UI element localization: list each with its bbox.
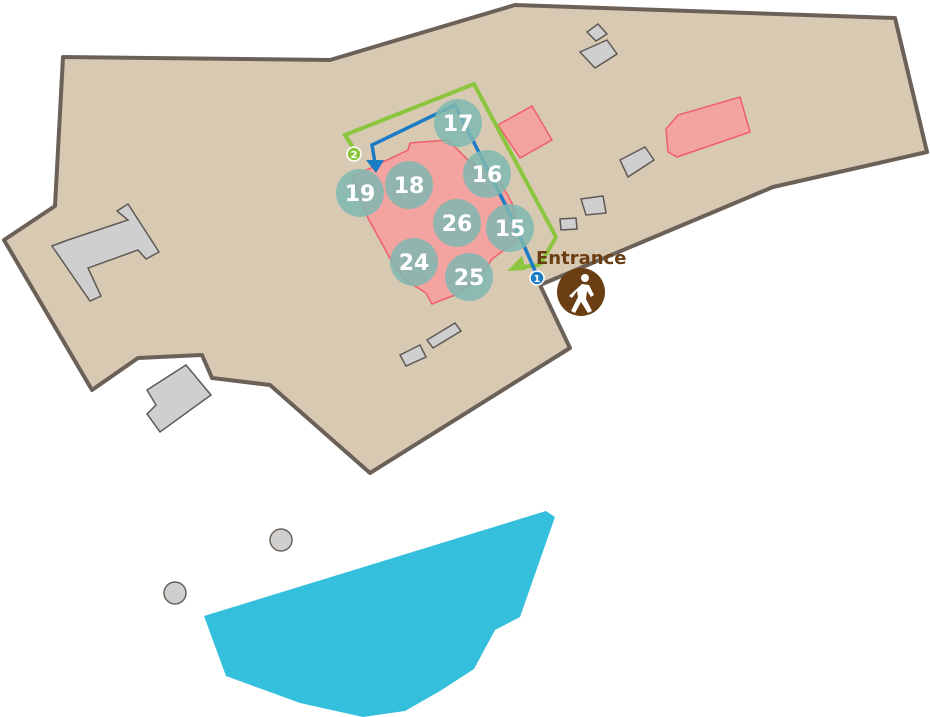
pond xyxy=(204,511,555,717)
poi-marker[interactable]: 16 xyxy=(463,150,511,198)
svg-text:15: 15 xyxy=(495,217,526,242)
route-step-2-marker: 2 xyxy=(346,146,362,162)
poi-marker[interactable]: 18 xyxy=(385,161,433,209)
building-southwest xyxy=(145,364,213,434)
poi-marker[interactable]: 15 xyxy=(486,204,534,252)
poi-marker[interactable]: 25 xyxy=(445,253,493,301)
route-blue-arrow xyxy=(366,160,384,173)
svg-text:19: 19 xyxy=(345,182,376,207)
building-east-tiny xyxy=(559,217,578,231)
svg-text:2: 2 xyxy=(351,150,358,161)
svg-text:17: 17 xyxy=(443,112,474,137)
building-north-small-1 xyxy=(585,22,609,42)
route-green xyxy=(341,81,559,266)
svg-text:1: 1 xyxy=(534,274,541,285)
building-main-north xyxy=(496,104,554,159)
svg-text:26: 26 xyxy=(442,212,473,237)
building-east-square xyxy=(580,195,607,216)
svg-text:25: 25 xyxy=(454,266,485,291)
entrance-label: Entrance xyxy=(536,248,626,269)
building-north-small-2 xyxy=(578,39,619,69)
building-west-gate xyxy=(50,202,161,302)
route-step-1-marker: 1 xyxy=(529,270,545,286)
building-south-long xyxy=(425,322,463,349)
poi-marker[interactable]: 26 xyxy=(433,199,481,247)
poi-markers: 17 16 19 18 26 15 24 25 xyxy=(336,99,534,301)
stone-lantern-2 xyxy=(163,581,187,605)
building-east-hall xyxy=(665,96,751,158)
pedestrian-icon[interactable] xyxy=(557,268,605,316)
svg-text:24: 24 xyxy=(399,251,430,276)
poi-marker[interactable]: 19 xyxy=(336,169,384,217)
building-south-small xyxy=(398,343,428,367)
poi-marker[interactable]: 24 xyxy=(390,238,438,286)
svg-text:16: 16 xyxy=(472,163,503,188)
building-east-small xyxy=(619,146,656,179)
route-green-tail xyxy=(511,263,541,270)
gray-buildings xyxy=(50,22,656,434)
svg-text:18: 18 xyxy=(394,174,425,199)
poi-marker[interactable]: 17 xyxy=(434,99,482,147)
stone-lantern-1 xyxy=(269,528,293,552)
